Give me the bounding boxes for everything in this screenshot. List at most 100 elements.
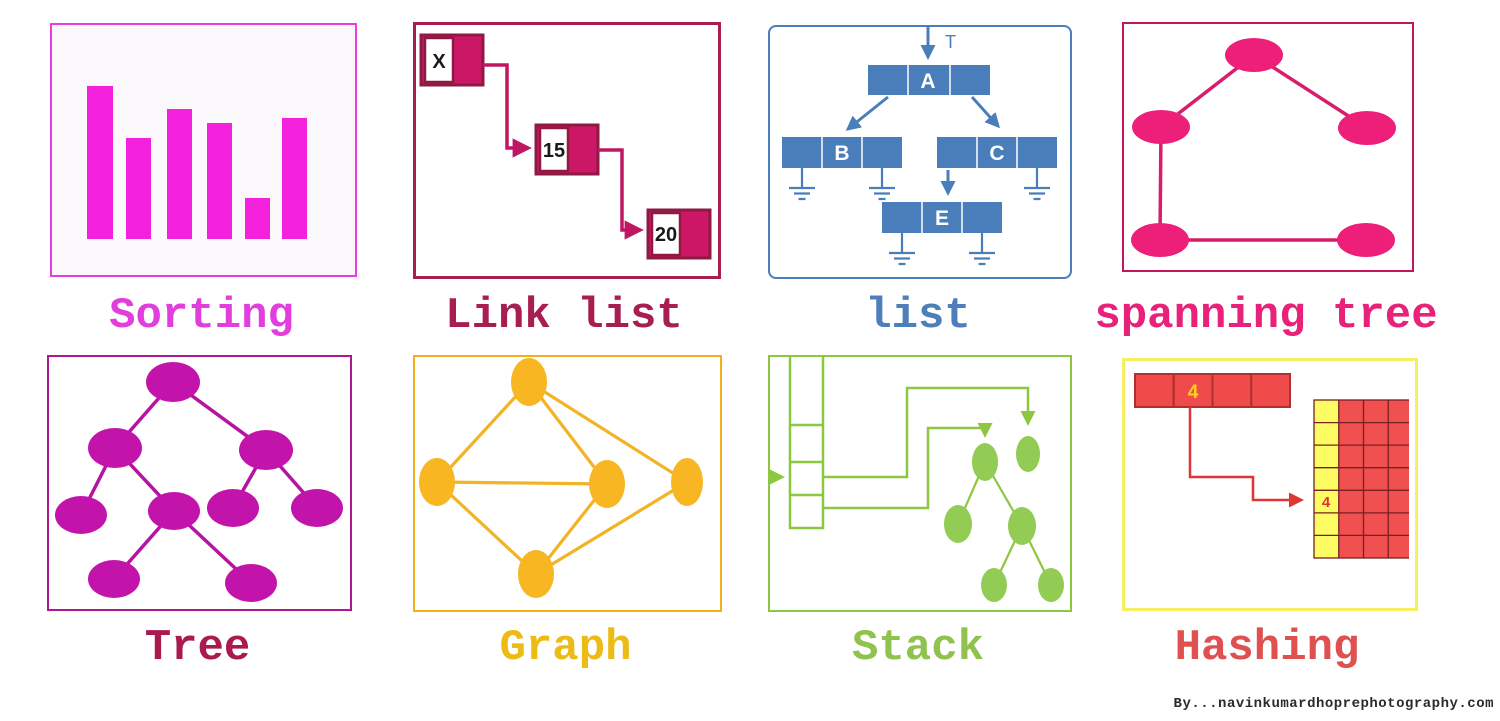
spanning-tree-panel [1122, 22, 1414, 272]
node-box [882, 202, 1002, 233]
stack-pointer-arrow [823, 423, 993, 510]
sorting-bar-chart [87, 86, 307, 239]
ground-icon [1024, 168, 1050, 201]
tree-node [944, 505, 972, 543]
graph-node [1338, 111, 1396, 145]
tree-label: Tree [144, 623, 251, 673]
tree-panel [47, 355, 352, 611]
graph-node [511, 358, 547, 406]
stack-pointer-arrow [823, 386, 1036, 479]
sorting-label: Sorting [109, 291, 294, 341]
node-value: B [834, 142, 849, 165]
graph-edge [436, 480, 608, 486]
graph-node [589, 460, 625, 508]
array-cell [1250, 373, 1291, 408]
null-ground-icons [789, 168, 1050, 266]
sort-bars [87, 86, 307, 239]
node-box [868, 65, 990, 95]
tree-node [55, 496, 107, 534]
value-cell [650, 211, 682, 257]
stack-label: Stack [851, 623, 985, 673]
graph-node [671, 458, 703, 506]
value-cell [423, 36, 455, 84]
array-cell [1211, 373, 1253, 408]
link-list-label: Link list [445, 291, 683, 341]
ground-icon [889, 233, 915, 266]
graph-edge [435, 480, 538, 576]
linked-list-diagram: X 15 20 [419, 33, 712, 260]
bar [87, 86, 113, 239]
tree-node [291, 489, 343, 527]
graph-node [1225, 38, 1283, 72]
hash-key-array: 4 [1134, 373, 1291, 408]
graph-edge [527, 381, 609, 485]
node-box [937, 137, 1057, 168]
tree-node [1038, 568, 1064, 602]
tree-node [1008, 507, 1036, 545]
bar [245, 198, 270, 239]
tree-diagram [55, 362, 343, 602]
node-value: 20 [655, 224, 677, 246]
hashing-label: Hashing [1174, 623, 1360, 673]
sorting-panel [50, 23, 357, 277]
bucket-value: 4 [1322, 494, 1331, 511]
bar [282, 118, 307, 239]
link-list-panel: X 15 20 [413, 22, 721, 279]
stack-cells [788, 357, 825, 530]
node-value: X [432, 51, 446, 73]
hash-arrow [1188, 407, 1304, 508]
spanning-tree-nodes [1131, 38, 1396, 257]
list-diagram: T A B C E [782, 27, 1057, 266]
ground-icon [969, 233, 995, 266]
tree-node [239, 430, 293, 470]
graph-panel [413, 355, 722, 612]
bar [207, 123, 232, 239]
spanning-tree-diagram [1131, 38, 1396, 257]
tree-nodes [55, 362, 343, 602]
table-gridlines [1313, 399, 1409, 559]
hashing-panel: 4 4 [1122, 358, 1418, 611]
edge-a-c [970, 95, 1001, 129]
bucket-column [1314, 400, 1339, 558]
tree-node [981, 568, 1007, 602]
ground-icon [789, 168, 815, 201]
list-node-e: E [882, 202, 1002, 233]
bar [167, 109, 192, 239]
stack-outline [788, 357, 825, 530]
hashing-diagram: 4 4 [1134, 373, 1409, 559]
graph-diagram [419, 358, 703, 598]
linked-node-head: X [419, 33, 485, 87]
spanning-tree-edges [1158, 53, 1368, 242]
stack-tree-nodes [944, 436, 1064, 602]
tree-node [88, 560, 140, 598]
tree-edges [79, 380, 319, 585]
graph-edges [435, 380, 688, 576]
key-value: 4 [1188, 382, 1199, 403]
next-pointer-arrow [483, 63, 532, 158]
tree-node [972, 443, 998, 481]
stack-panel [768, 355, 1072, 612]
linked-node-15: 15 [534, 123, 600, 176]
graph-node [1337, 223, 1395, 257]
node-value: A [920, 70, 935, 93]
list-node-b: B [782, 137, 902, 168]
stack-diagram [770, 357, 1064, 602]
tree-node [88, 428, 142, 468]
value-cell [538, 126, 570, 173]
bar [126, 138, 151, 239]
tree-node [1016, 436, 1040, 472]
graph-node [419, 458, 455, 506]
ground-icon [869, 168, 895, 201]
next-pointer-arrow [598, 148, 644, 240]
graph-nodes [419, 358, 703, 598]
tree-node [146, 362, 200, 402]
graph-edge [535, 480, 688, 576]
tree-node [225, 564, 277, 602]
tree-node [148, 492, 200, 530]
graph-edge [528, 380, 688, 484]
node-box [782, 137, 902, 168]
credit-text: By...navinkumardhoprephotography.com [1173, 696, 1494, 712]
linked-node-20: 20 [646, 208, 712, 260]
array-cell [1134, 373, 1175, 408]
node-value: 15 [543, 140, 565, 162]
